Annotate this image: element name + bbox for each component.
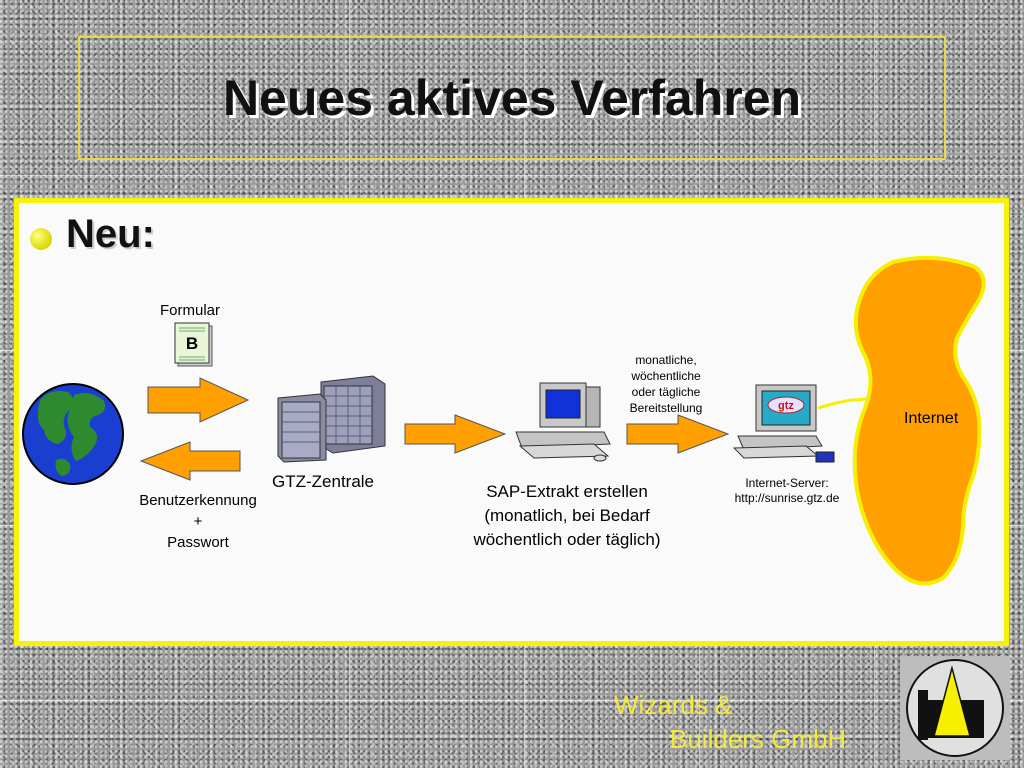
cloud-icon — [852, 255, 986, 586]
server-screen-text: gtz — [778, 400, 794, 412]
provision-label-line1: monatliche, — [635, 353, 697, 367]
form-letter: B — [185, 334, 199, 353]
company-line1: Wizards & — [614, 690, 733, 720]
company-line2: Builders GmbH — [670, 724, 847, 754]
provision-label: monatliche, wöchentliche oder tägliche B… — [616, 352, 716, 416]
sap-label-line3: wöchentlich oder täglich) — [473, 530, 661, 549]
login-label-line3: Passwort — [167, 534, 229, 551]
logo-icon — [900, 656, 1010, 760]
company-name: Wizards & Builders GmbH — [614, 688, 846, 756]
form-label: Formular — [160, 302, 221, 319]
bullet-text: Neu: — [66, 212, 155, 256]
arrow-left — [139, 441, 241, 481]
provision-label-line4: Bereitstellung — [629, 401, 703, 415]
form-icon — [174, 322, 213, 367]
content-panel — [14, 198, 1009, 646]
arrow-right-3 — [626, 414, 730, 454]
grid-line — [0, 175, 1024, 176]
server-label: Internet-Server: http://sunrise.gtz.de — [724, 476, 850, 506]
bullet-dot — [30, 228, 52, 250]
internet-label: Internet — [904, 410, 959, 427]
server-label-line2: http://sunrise.gtz.de — [734, 491, 840, 505]
sap-label-line1: SAP-Extrakt erstellen — [486, 482, 648, 501]
login-label-line1: Benutzerkennung — [139, 492, 257, 509]
arrow-right-1 — [147, 377, 250, 423]
server-computer-icon: gtz — [732, 384, 835, 463]
slide-title: Neues aktives Verfahren — [222, 70, 802, 126]
login-label: Benutzerkennung + Passwort — [128, 490, 268, 553]
provision-label-line3: oder tägliche — [631, 385, 701, 399]
arrow-right-2 — [404, 414, 507, 454]
building-icon — [277, 375, 386, 463]
server-label-line1: Internet-Server: — [745, 476, 829, 490]
login-label-line2: + — [193, 513, 203, 530]
computer-icon — [515, 382, 611, 462]
hq-label: GTZ-Zentrale — [272, 472, 375, 491]
sap-label-line2: (monatlich, bei Bedarf — [484, 506, 650, 525]
sap-label: SAP-Extrakt erstellen (monatlich, bei Be… — [454, 480, 680, 552]
title-box: Neues aktives Verfahren — [78, 36, 946, 160]
grid-line — [0, 700, 1024, 701]
globe-icon — [22, 383, 124, 485]
provision-label-line2: wöchentliche — [631, 369, 701, 383]
